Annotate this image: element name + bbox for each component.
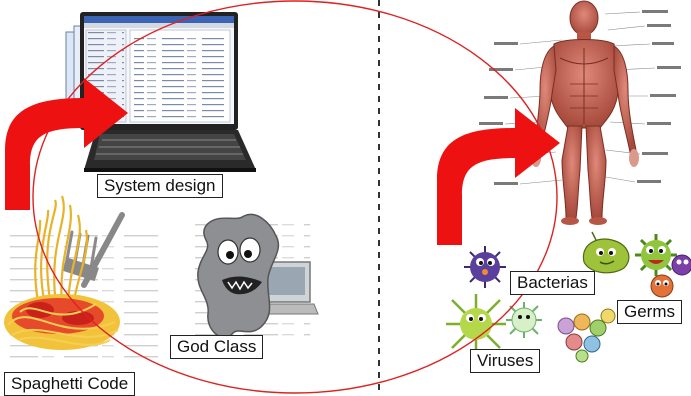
orange-germ-icon xyxy=(650,274,674,298)
label-germs: Germs xyxy=(617,300,682,324)
lime-virus-icon xyxy=(446,294,506,352)
left-arrow-icon xyxy=(5,78,128,210)
label-god-class: God Class xyxy=(170,335,264,359)
small-purple-germ-icon xyxy=(671,254,691,276)
green-bacteria-icon xyxy=(582,231,630,274)
label-viruses: Viruses xyxy=(470,349,541,373)
human-anatomy-figure xyxy=(479,0,681,225)
label-bacterias: Bacterias xyxy=(510,271,595,295)
purple-germ-icon xyxy=(464,246,506,288)
pale-green-germ-icon xyxy=(506,302,542,338)
monster-computer-icon xyxy=(197,213,319,339)
spaghetti-fork-icon xyxy=(4,195,125,350)
label-system-design: System design xyxy=(97,174,223,198)
right-arrow-icon xyxy=(437,108,560,245)
germ-cluster-icon xyxy=(557,308,616,363)
spiky-green-germ-icon xyxy=(635,234,677,276)
grouping-ellipse xyxy=(32,0,558,394)
label-spaghetti-code: Spaghetti Code xyxy=(4,372,136,396)
germ-icons xyxy=(446,231,691,363)
